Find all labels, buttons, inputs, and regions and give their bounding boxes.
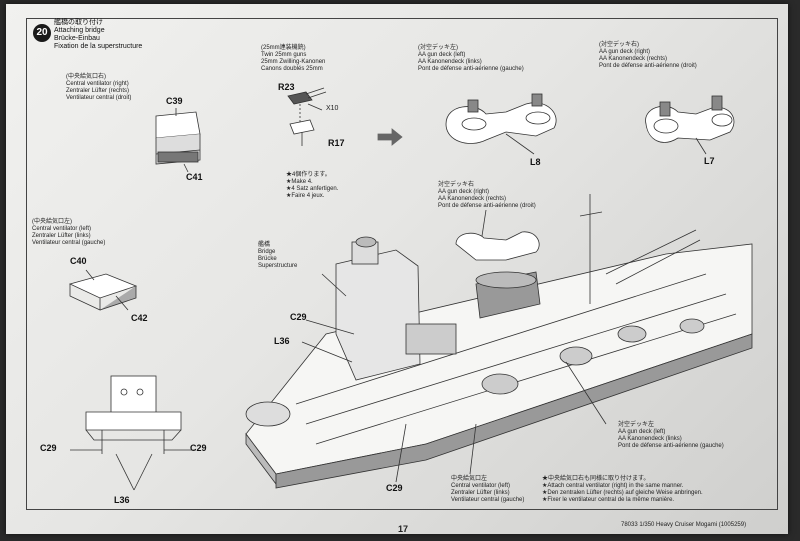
aa-right-top-en: AA gun deck (right) (599, 49, 651, 55)
part-label-c29-ship-top: C29 (290, 312, 307, 322)
step-number-badge: 20 (33, 24, 51, 42)
part-label-r23: R23 (278, 82, 295, 92)
line-art (68, 87, 753, 491)
guns-de: 25mm Zwilling-Kanonen (261, 59, 326, 65)
part-label-c29-ship-bottom: C29 (386, 483, 403, 493)
guns-note-fr: ★Faire 4 jeux. (286, 193, 325, 199)
step-title-en: Attaching bridge (54, 27, 105, 34)
center-vent-fr: Ventilateur central (gauche) (451, 497, 525, 503)
aa-right-top-fr: Pont de défense anti-aérienne (droit) (599, 63, 697, 69)
vent-right-ja: (中央給気口右) (66, 74, 106, 80)
attach-note-ja: ★中央給気口右も同様に取り付けます。 (542, 476, 650, 482)
vent-left-ja: (中央給気口左) (32, 219, 72, 225)
part-label-c41: C41 (186, 172, 203, 182)
aa-right-mid-de: AA Kanonendeck (rechts) (438, 196, 507, 202)
ship-hull-drawing (245, 194, 753, 489)
aa-left-top-ja: (対空デッキ左) (418, 45, 458, 51)
aa-right-top-de: AA Kanonendeck (rechts) (599, 56, 668, 62)
part-label-l36-detail: L36 (114, 495, 130, 505)
quantity-x10: X10 (326, 105, 339, 112)
vent-right-de: Zentraler Lüfter (rechts) (66, 88, 130, 94)
guns-note-de: ★4 Satz anfertigen. (286, 186, 339, 192)
step-title-de: Brücke-Einbau (54, 35, 100, 42)
instruction-sheet: 20 艦橋の取り付け Attaching bridge Brücke-Einba… (6, 4, 788, 534)
ventilator-right-drawing (155, 108, 201, 173)
attach-note-en: ★Attach central ventilator (right) in th… (542, 483, 684, 489)
center-vent-ja: 中央給気口左 (451, 476, 488, 482)
guns-note-en: ★Make 4. (286, 179, 313, 185)
vent-right-en: Central ventilator (right) (66, 81, 129, 87)
part-label-l36-ship: L36 (274, 336, 290, 346)
aa-left-top-fr: Pont de défense anti-aérienne (gauche) (418, 66, 524, 72)
aa-left-mid-ja: 対空デッキ左 (618, 422, 655, 428)
aa-left-top-en: AA gun deck (left) (418, 52, 466, 58)
part-label-l7: L7 (704, 156, 715, 166)
bridge-en: Bridge (258, 249, 276, 255)
vent-left-en: Central ventilator (left) (32, 226, 92, 232)
aa-right-mid-fr: Pont de défense anti-aérienne (droit) (438, 203, 536, 209)
attach-note-de: ★Den zentralen Lüfter (rechts) auf gleic… (542, 490, 703, 496)
aa-deck-right-top-drawing (645, 95, 735, 155)
step-title-ja: 艦橋の取り付け (54, 19, 103, 26)
part-label-c39: C39 (166, 96, 183, 106)
twin-gun-drawing (287, 87, 327, 146)
aa-left-top-de: AA Kanonendeck (links) (418, 59, 482, 65)
page-number: 17 (398, 524, 409, 534)
part-label-c40: C40 (70, 256, 87, 266)
part-label-c29-detail-left: C29 (40, 443, 57, 453)
vent-left-de: Zentraler Lüfter (links) (32, 233, 91, 239)
step-title-fr: Fixation de la superstructure (54, 43, 143, 50)
aa-left-mid-de: AA Kanonendeck (links) (618, 436, 682, 442)
center-vent-en: Central ventilator (left) (451, 483, 511, 489)
aa-right-top-ja: (対空デッキ右) (599, 42, 639, 48)
arrow-icon (377, 128, 403, 146)
guns-fr: Canons doublés 25mm (261, 66, 323, 72)
aa-right-mid-en: AA gun deck (right) (438, 189, 490, 195)
vent-right-fr: Ventilateur central (droit) (66, 95, 132, 101)
guns-note-ja: ★4個作ります。 (286, 172, 331, 178)
part-label-c29-detail-right: C29 (190, 443, 207, 453)
aa-right-mid-ja: 対空デッキ右 (438, 182, 475, 188)
guns-en: Twin 25mm guns (261, 52, 307, 58)
guns-ja: (25mm連装機銃) (261, 45, 306, 51)
part-label-r17: R17 (328, 138, 345, 148)
bridge-ja: 艦橋 (258, 242, 271, 248)
vent-left-fr: Ventilateur central (gauche) (32, 240, 106, 246)
bridge-de: Brücke (258, 256, 277, 262)
center-vent-de: Zentraler Lüfter (links) (451, 490, 510, 496)
part-label-c42: C42 (131, 313, 148, 323)
bridge-fr: Superstructure (258, 263, 298, 269)
aa-left-mid-fr: Pont de défense anti-aérienne (gauche) (618, 443, 724, 449)
page-frame (26, 18, 778, 510)
part-label-l8: L8 (530, 157, 541, 167)
aa-left-mid-en: AA gun deck (left) (618, 429, 666, 435)
ventilator-left-drawing (68, 269, 138, 311)
footer-model-info: 78033 1/350 Heavy Cruiser Mogami (100525… (621, 522, 747, 528)
aa-deck-left-top-drawing (445, 93, 557, 155)
mount-detail-drawing (70, 375, 196, 491)
attach-note-fr: ★Fixer le ventilateur central de la même… (542, 497, 675, 503)
